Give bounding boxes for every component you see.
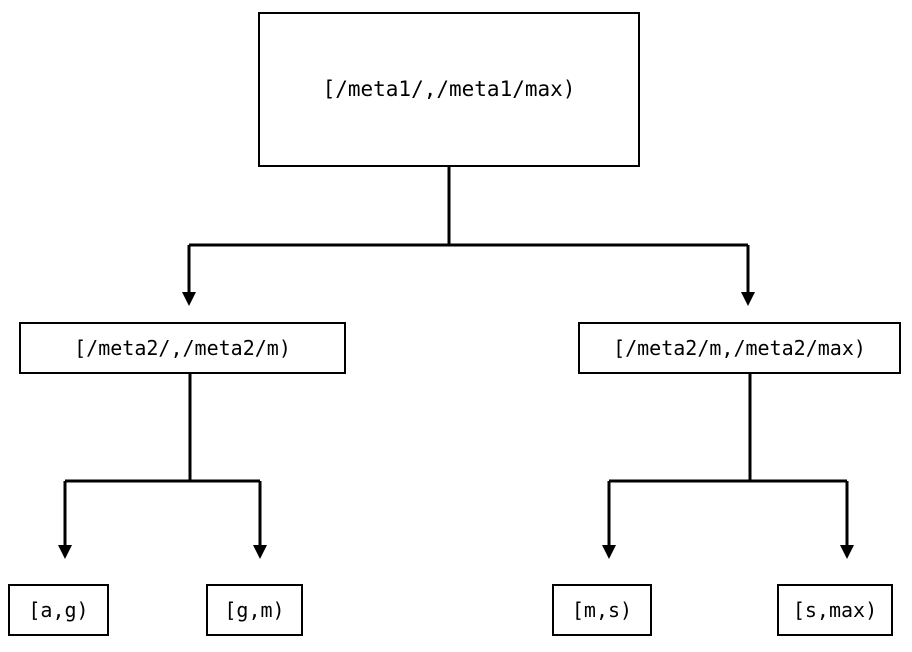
tree-node-leaf-ag-label: [a,g) xyxy=(28,598,89,622)
edge-mid-right-to-leaf-smax xyxy=(840,481,854,559)
tree-node-root[interactable]: [/meta1/,/meta1/max) xyxy=(258,12,640,167)
tree-node-mid-left-label: [/meta2/,/meta2/m) xyxy=(74,336,291,360)
arrowhead-icon xyxy=(741,292,755,306)
tree-node-leaf-ms-label: [m,s) xyxy=(571,598,633,622)
arrowhead-icon xyxy=(253,545,267,559)
arrowhead-icon xyxy=(602,545,616,559)
tree-node-mid-right-label: [/meta2/m,/meta2/max) xyxy=(613,336,866,360)
arrowhead-icon xyxy=(58,545,72,559)
edge-root-to-mid-right xyxy=(741,245,755,306)
edge-mid-left-to-leaf-ag xyxy=(58,374,260,559)
arrowhead-icon xyxy=(840,545,854,559)
edge-mid-right-to-leaf-ms xyxy=(602,374,847,559)
edge-mid-left-to-leaf-gm xyxy=(253,481,267,559)
arrowhead-icon xyxy=(182,292,196,306)
tree-node-leaf-ms[interactable]: [m,s) xyxy=(552,584,652,636)
tree-node-leaf-smax-label: [s,max) xyxy=(792,598,878,622)
tree-node-root-label: [/meta1/,/meta1/max) xyxy=(322,77,576,101)
edge-root-to-mid-left xyxy=(182,167,748,306)
tree-node-mid-left[interactable]: [/meta2/,/meta2/m) xyxy=(19,322,346,374)
tree-node-leaf-ag[interactable]: [a,g) xyxy=(8,584,109,636)
tree-node-leaf-smax[interactable]: [s,max) xyxy=(777,584,893,636)
tree-node-leaf-gm-label: [g,m) xyxy=(224,598,285,622)
tree-node-leaf-gm[interactable]: [g,m) xyxy=(206,584,303,636)
tree-node-mid-right[interactable]: [/meta2/m,/meta2/max) xyxy=(578,322,901,374)
